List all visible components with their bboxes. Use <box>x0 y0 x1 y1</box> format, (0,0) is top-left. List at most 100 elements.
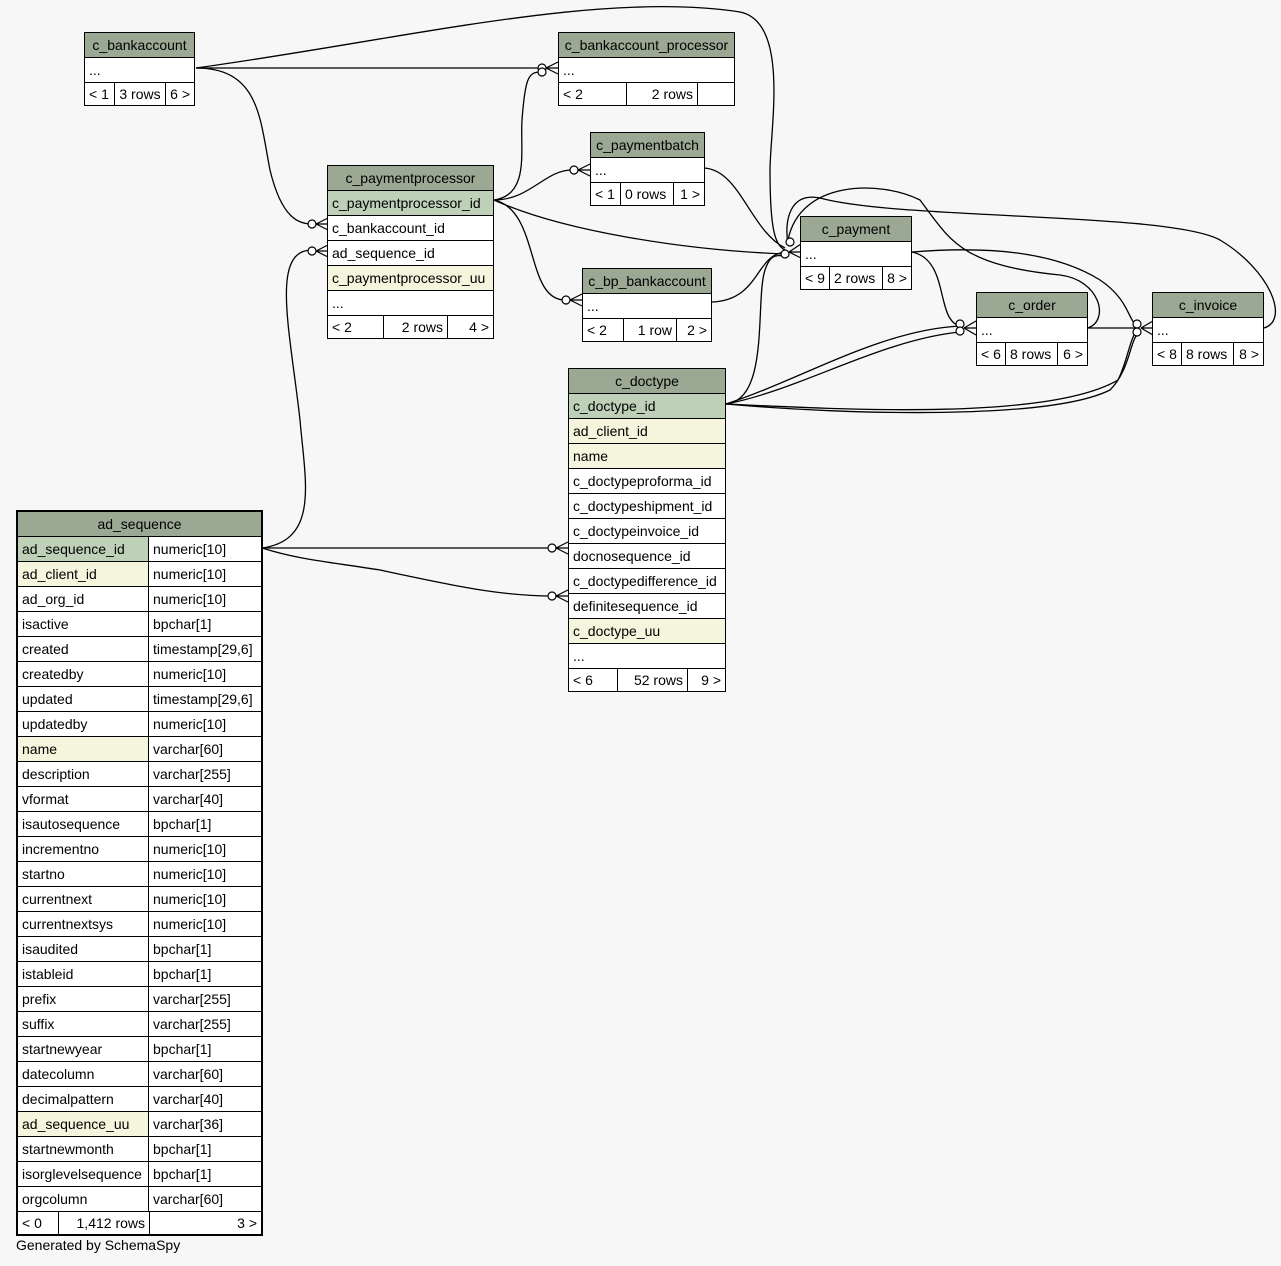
column-name: ... <box>573 648 585 664</box>
column-name: c_doctypeinvoice_id <box>573 523 700 539</box>
column-type: numeric[10] <box>153 541 227 557</box>
column-type: varchar[60] <box>153 1191 224 1207</box>
column-type: numeric[10] <box>153 841 227 857</box>
row-count: 3 rows <box>115 83 166 105</box>
column-name: istableid <box>18 962 149 986</box>
table-c-paymentprocessor[interactable]: c_paymentprocessor c_paymentprocessor_id… <box>327 165 494 339</box>
children-count: 8 > <box>887 270 907 286</box>
column-name: startnewmonth <box>18 1137 149 1161</box>
parents-count: < 9 <box>801 267 830 289</box>
column-name: vformat <box>18 787 149 811</box>
children-count <box>698 83 734 105</box>
edge-paymentprocessor-to-bankaccount-processor <box>493 71 541 201</box>
column-name: ad_org_id <box>18 587 149 611</box>
row-count: 8 rows <box>1006 343 1058 365</box>
column-name: c_doctype_uu <box>573 623 661 639</box>
edge-paymentprocessor-to-payment <box>493 199 786 255</box>
edge-doctype-to-invoice-2 <box>725 333 1139 414</box>
column-name: isaudited <box>18 937 149 961</box>
column-name: ... <box>89 62 101 78</box>
parents-count: < 2 <box>583 319 624 341</box>
column-name: c_doctype_id <box>573 398 656 414</box>
column-name: created <box>18 637 149 661</box>
column-name: ad_client_id <box>573 423 648 439</box>
column-type: varchar[60] <box>153 1066 224 1082</box>
parents-count: < 6 <box>569 669 618 691</box>
children-count: 9 > <box>701 672 721 688</box>
column-name: updatedby <box>18 712 149 736</box>
column-name: ... <box>332 295 344 311</box>
edge-doctype-to-invoice-1 <box>725 329 1139 411</box>
column-name: currentnext <box>18 887 149 911</box>
column-name: ad_sequence_id <box>18 537 149 561</box>
table-title: c_payment <box>801 217 911 242</box>
table-c-payment[interactable]: c_payment ... < 9 2 rows 8 > <box>800 216 912 290</box>
table-c-invoice[interactable]: c_invoice ... < 8 8 rows 8 > <box>1152 292 1264 366</box>
parents-count: < 0 <box>18 1212 59 1234</box>
column-type: bpchar[1] <box>153 616 212 632</box>
table-c-bankaccount[interactable]: c_bankaccount ... < 1 3 rows 6 > <box>84 32 195 106</box>
edge-payment-to-order <box>911 251 961 327</box>
edge-bankaccount-to-payment <box>195 5 786 251</box>
column-type: varchar[255] <box>153 991 231 1007</box>
table-c-order[interactable]: c_order ... < 6 8 rows 6 > <box>976 292 1088 366</box>
column-type: varchar[40] <box>153 1091 224 1107</box>
row-count: 2 rows <box>627 83 698 105</box>
column-type: numeric[10] <box>153 666 227 682</box>
column-name: createdby <box>18 662 149 686</box>
row-count: 1 row <box>624 319 677 341</box>
column-name: decimalpattern <box>18 1087 149 1111</box>
row-count: 2 rows <box>830 267 883 289</box>
column-name: ... <box>595 162 607 178</box>
children-count: 6 > <box>170 86 190 102</box>
edge-bp-bankaccount-to-payment <box>711 251 786 303</box>
column-name: name <box>573 448 609 464</box>
column-name: ad_client_id <box>18 562 149 586</box>
table-title: ad_sequence <box>18 512 261 537</box>
column-name: definitesequence_id <box>573 598 698 614</box>
parents-count: < 2 <box>328 316 384 338</box>
table-title: c_doctype <box>569 369 725 394</box>
children-count: 6 > <box>1063 346 1083 362</box>
column-type: numeric[10] <box>153 866 227 882</box>
children-count: 1 > <box>680 186 700 202</box>
table-title: c_invoice <box>1153 293 1263 318</box>
column-type: numeric[10] <box>153 891 227 907</box>
table-title: c_order <box>977 293 1087 318</box>
column-type: bpchar[1] <box>153 1166 212 1182</box>
column-name: startnewyear <box>18 1037 149 1061</box>
table-c-bp-bankaccount[interactable]: c_bp_bankaccount ... < 2 1 row 2 > <box>582 268 712 342</box>
column-type: varchar[255] <box>153 766 231 782</box>
column-name: updated <box>18 687 149 711</box>
crowsfeet <box>315 61 1154 603</box>
column-name: ... <box>1157 322 1169 338</box>
edge-invoice-to-payment <box>786 196 1276 329</box>
children-count: 4 > <box>469 319 489 335</box>
column-name: c_doctypedifference_id <box>573 573 717 589</box>
edge-paymentbatch-to-payment <box>703 167 786 249</box>
edge-doctype-to-order-2 <box>725 331 961 405</box>
edge-doctype-to-payment <box>725 255 786 405</box>
table-c-doctype[interactable]: c_doctype c_doctype_id ad_client_id name… <box>568 368 726 692</box>
table-c-paymentbatch[interactable]: c_paymentbatch ... < 1 0 rows 1 > <box>590 132 705 206</box>
column-name: datecolumn <box>18 1062 149 1086</box>
table-c-bankaccount-processor[interactable]: c_bankaccount_processor ... < 2 2 rows <box>558 32 735 106</box>
column-type: numeric[10] <box>153 591 227 607</box>
column-name: ... <box>805 246 817 262</box>
